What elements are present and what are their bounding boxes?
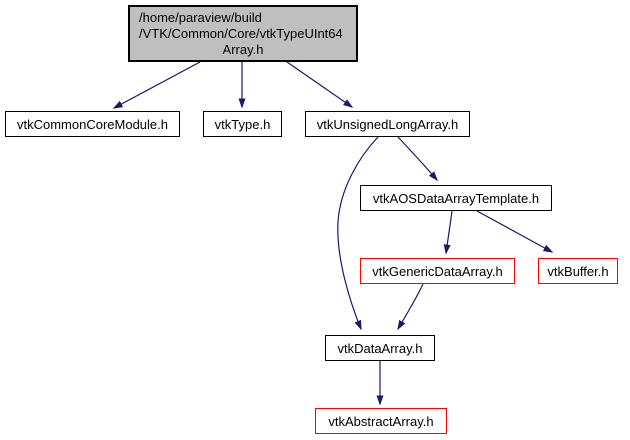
node-vtkabstractarray[interactable]: vtkAbstractArray.h [315, 408, 447, 434]
edge-vtkunsignedlongarray-to-vtkdataarray [337, 136, 379, 331]
node-vtkdataarray[interactable]: vtkDataArray.h [325, 335, 435, 361]
node-vtkcommoncoremodule[interactable]: vtkCommonCoreModule.h [5, 111, 180, 137]
edge-vtkunsignedlongarray-to-vtkaosdataarraytemplate [397, 136, 438, 182]
node-vtktype[interactable]: vtkType.h [203, 111, 282, 137]
edge-main-to-vtkcommoncoremodule [112, 61, 201, 109]
node-vtkgenericdataarray[interactable]: vtkGenericDataArray.h [360, 258, 515, 284]
edge-vtkaosdataarraytemplate-to-vtkgenericdataarray [443, 210, 453, 255]
main-file-path-line: Array.h [222, 41, 264, 57]
edge-main-to-vtkunsignedlongarray [286, 61, 354, 108]
main-file-path-line: /VTK/Common/Core/vtkTypeUInt64 [139, 25, 343, 41]
edge-vtkaosdataarraytemplate-to-vtkbuffer [476, 210, 554, 253]
node-vtkbuffer[interactable]: vtkBuffer.h [538, 258, 618, 284]
main-file-path-line: /home/paraview/build [139, 9, 262, 25]
node-vtkaosdataarraytemplate[interactable]: vtkAOSDataArrayTemplate.h [360, 185, 552, 211]
edge-vtkgenericdataarray-to-vtkdataarray [397, 283, 424, 331]
node-main-file: /home/paraview/build /VTK/Common/Core/vt… [128, 5, 358, 62]
node-vtkunsignedlongarray[interactable]: vtkUnsignedLongArray.h [305, 111, 470, 137]
